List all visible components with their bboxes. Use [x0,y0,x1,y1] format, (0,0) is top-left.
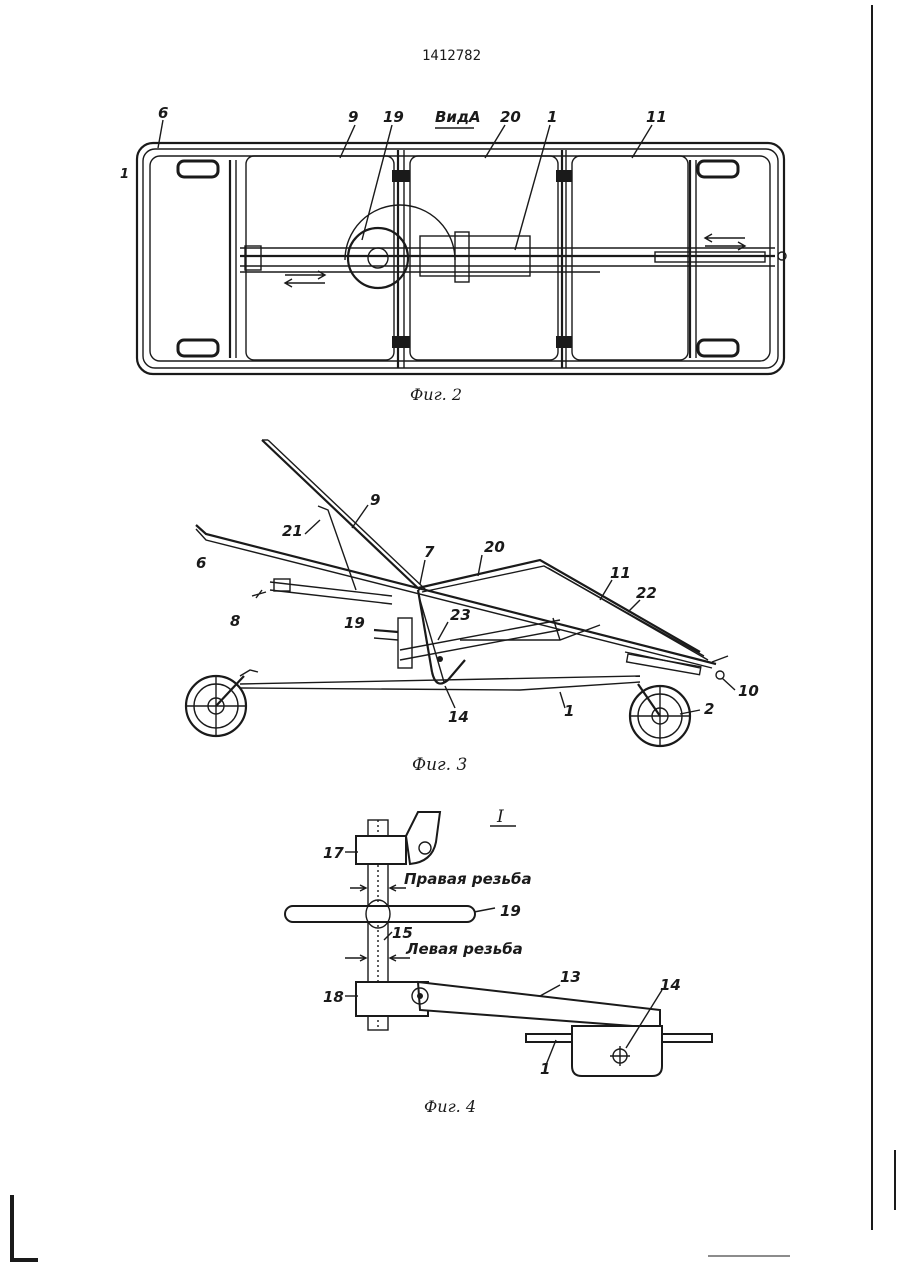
fig2-top-view [137,120,786,374]
fig3-label-23: 23 [450,606,471,624]
fig4-label-19: 19 [500,902,521,920]
fig4-label-17: 17 [323,844,344,862]
fig4-left-thread: Левая резьба [405,940,523,958]
fig2-label-19: 19 [383,108,404,126]
fig2-view-label: ВидА [435,108,481,126]
patent-number: 1412782 [422,48,481,64]
fig3-label-11: 11 [610,564,631,582]
fig3-label-2: 2 [704,700,714,718]
fig2-label-9: 9 [348,108,358,126]
fig4-label-13: 13 [560,968,581,986]
fig3-label-20: 20 [484,538,505,556]
fig2-caption: Фиг. 2 [410,385,462,404]
fig4-label-18: 18 [323,988,344,1006]
fig3-label-6: 6 [196,554,206,572]
fig4-detail-label: I [496,807,504,827]
fig2-label-1: 1 [547,108,557,126]
fig2-label-1-left: 1 [120,167,129,182]
corner-mark [12,1195,38,1260]
fig3-label-14: 14 [448,708,469,726]
fig3-label-7: 7 [424,543,435,561]
fig4-label-14: 14 [660,976,681,994]
fig3-label-1: 1 [564,702,574,720]
fig2-label-11: 11 [646,108,667,126]
fig2-label-6: 6 [158,104,168,122]
fig3-label-10: 10 [738,682,759,700]
fig4-label-1: 1 [540,1060,550,1078]
fig3-label-9: 9 [370,491,380,509]
fig4-right-thread: Правая резьба [404,870,532,888]
fig2-label-20: 20 [500,108,521,126]
fig3-label-19: 19 [344,614,365,632]
fig3-label-8: 8 [230,612,240,630]
fig3-label-22: 22 [636,584,657,602]
fig3-label-21: 21 [282,522,303,540]
fig4-caption: Фиг. 4 [424,1097,476,1116]
fig3-caption: Фиг. 3 [412,755,467,775]
